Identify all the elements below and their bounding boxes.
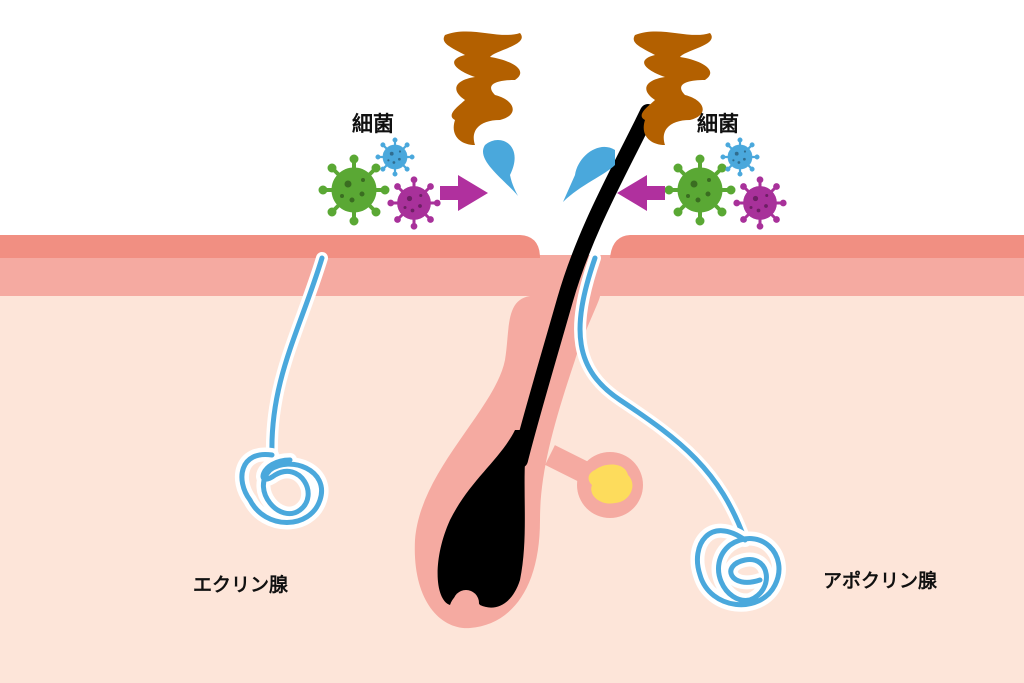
bacteria-label-left: 細菌 [352, 112, 394, 136]
bacteria-icon-blue-left [374, 136, 416, 178]
apocrine-gland [574, 252, 786, 612]
sweat-drop-icon-left [482, 139, 518, 196]
eccrine-gland-label: エクリン腺 [193, 574, 289, 596]
epidermis-top-left [0, 235, 540, 258]
bacteria-icon-green-left [317, 153, 391, 227]
bacteria-icon-blue-right [719, 136, 761, 178]
sebaceous-gland [545, 445, 643, 518]
apocrine-gland-label: アポクリン腺 [823, 570, 938, 592]
sweat-drop-icon-right [563, 146, 615, 202]
epidermis-lower [0, 255, 1024, 296]
arrow-right-icon [440, 175, 488, 211]
odor-icon-left [443, 31, 522, 145]
eccrine-gland [235, 252, 329, 530]
bacteria-label-right: 細菌 [697, 112, 739, 136]
arrow-left-icon [617, 175, 665, 211]
bacteria-icon-purple-right [732, 175, 788, 231]
epidermis-top-right [610, 235, 1024, 258]
bacteria-icon-purple-left [386, 175, 442, 231]
hair [437, 104, 656, 616]
bacteria-icon-green-right [663, 153, 737, 227]
